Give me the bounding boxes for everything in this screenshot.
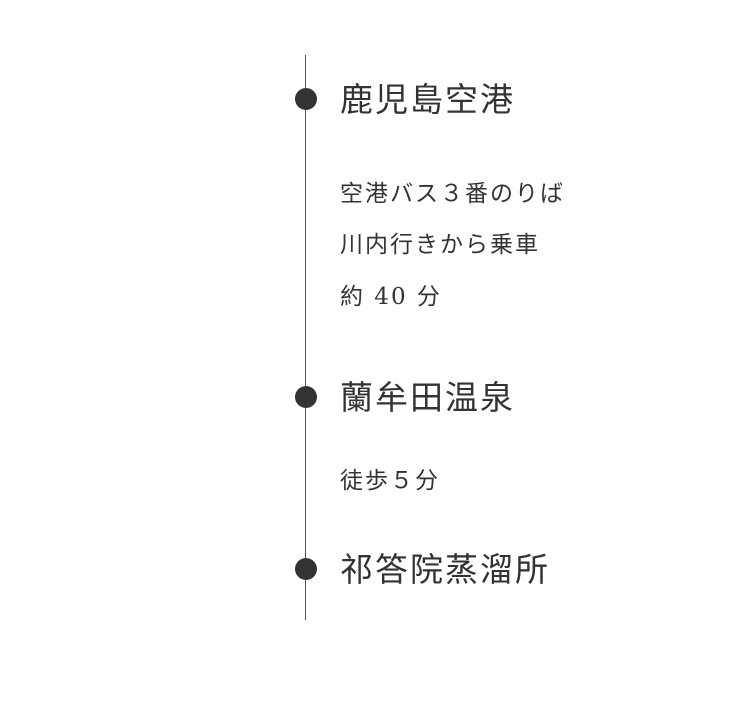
stop-name-distillery: 祁答院蒸溜所 xyxy=(340,550,550,589)
segment-note-bus-direction: 川内行きから乗車 xyxy=(340,232,540,258)
segment-note-walk: 徒歩５分 xyxy=(340,468,440,494)
segment-note-bus-stand: 空港バス３番のりば xyxy=(340,181,565,207)
stop-marker-dot xyxy=(295,558,317,580)
stop-name-kagoshima-airport: 鹿児島空港 xyxy=(340,80,515,119)
stop-marker-dot xyxy=(295,386,317,408)
stop-marker-dot xyxy=(295,88,317,110)
stop-name-imuta-onsen: 蘭牟田温泉 xyxy=(340,378,515,417)
timeline-line xyxy=(305,55,306,620)
segment-note-duration: 約 40 分 xyxy=(340,284,442,310)
